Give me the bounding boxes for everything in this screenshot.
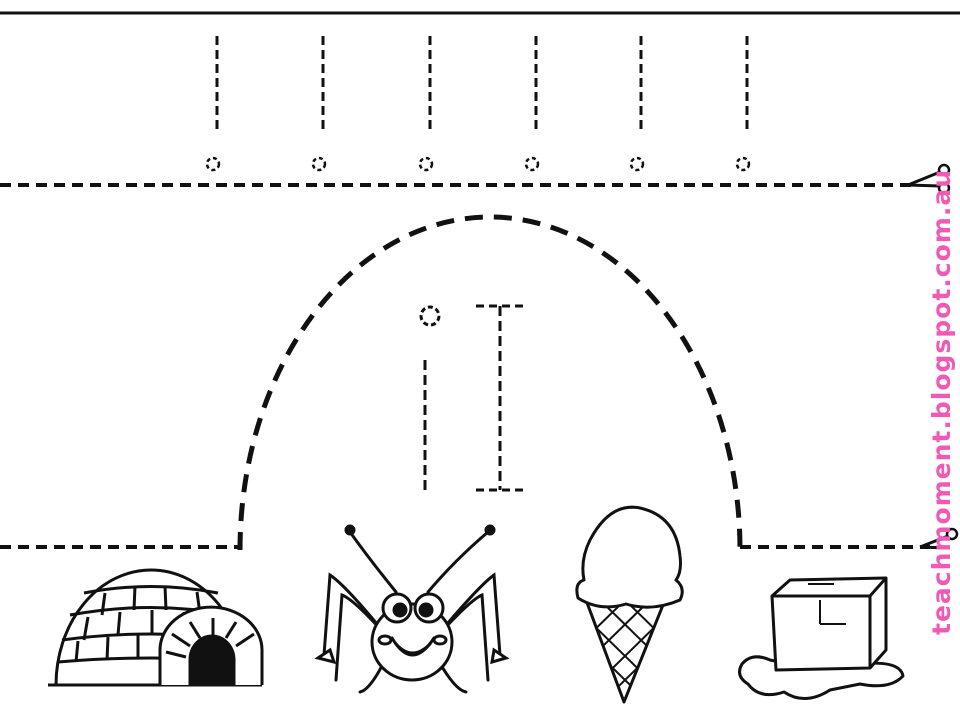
trace-letter-i[interactable] <box>418 36 434 172</box>
trace-letter-i[interactable] <box>629 36 645 172</box>
dashed-arch <box>237 214 743 551</box>
trace-letter-i[interactable] <box>205 36 221 172</box>
trace-letter-i[interactable] <box>524 36 540 172</box>
trace-uppercase-i[interactable] <box>476 304 524 492</box>
scissors-icon <box>919 527 959 550</box>
ice-cream-icon <box>575 505 684 704</box>
trace-letter-i[interactable] <box>735 36 751 172</box>
tracing-row <box>205 36 751 172</box>
watermark-text: teachmoment.blogspot.com.au <box>927 168 956 635</box>
igloo-icon <box>48 568 264 687</box>
trace-letter-i[interactable] <box>311 36 327 172</box>
insect-icon <box>314 524 510 694</box>
ice-cube-icon <box>738 576 905 700</box>
trace-lowercase-i[interactable] <box>419 305 441 490</box>
scissors-icon <box>907 163 951 195</box>
